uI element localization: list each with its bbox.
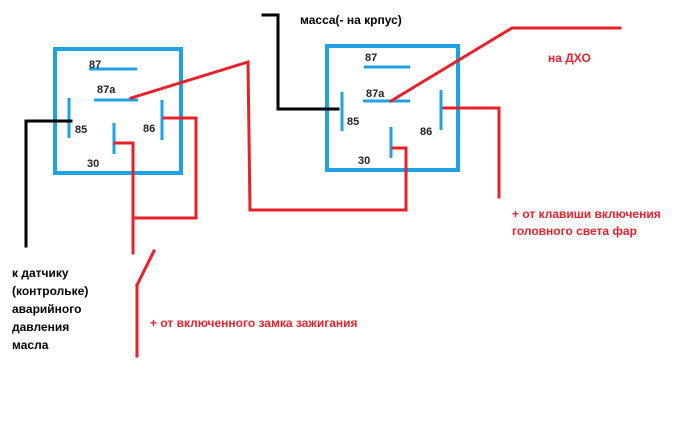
relay-1-housing: [53, 47, 183, 175]
headlight-switch-label-line-2: головного света фар: [512, 224, 637, 238]
relay-1-pin-87-label: 87: [89, 59, 101, 71]
relay1-87a-to-relay2-30-wire: [129, 59, 408, 212]
relay-1-pin-87a-label: 87a: [97, 84, 116, 96]
relay-2-pin-85-label: 85: [347, 116, 359, 128]
drl-output-wire: [388, 26, 622, 104]
relay-2-pin-87-label: 87: [365, 52, 377, 64]
relay-1-pin-86-label: 86: [143, 123, 155, 135]
relay-1: 87 87a 85 86 30: [53, 47, 183, 175]
relay-2-pin-30-label: 30: [358, 155, 370, 167]
headlight-switch-wire: [442, 106, 501, 199]
relay-2: 87 87a 85 86 30: [325, 44, 460, 172]
oil-sensor-wire: [24, 119, 73, 248]
ground-wire: [261, 13, 340, 111]
relay-1-pin-85-label: 85: [75, 124, 87, 136]
oil-sensor-label-line-5: масла: [12, 338, 49, 352]
oil-sensor-label-line-3: аварийного: [12, 302, 81, 316]
oil-sensor-label-line-2: (контрольке): [12, 284, 88, 298]
ignition-label: + от включенного замка зажигания: [150, 316, 358, 330]
relay-2-pin-86-label: 86: [420, 126, 432, 138]
oil-sensor-label-line-4: давления: [12, 320, 69, 334]
drl-label: на ДХО: [548, 51, 591, 65]
relay-2-pin-87a-label: 87a: [366, 88, 385, 100]
ignition-switch-lever: [134, 248, 157, 288]
relay1-30-bridge-wire: [113, 116, 198, 220]
ground-label: масса(- на крпус): [300, 13, 402, 27]
oil-sensor-label-line-1: к датчику: [12, 266, 69, 280]
relay-1-pin-30-label: 30: [87, 158, 99, 170]
headlight-switch-label-line-1: + от клавиши включения: [512, 207, 661, 221]
